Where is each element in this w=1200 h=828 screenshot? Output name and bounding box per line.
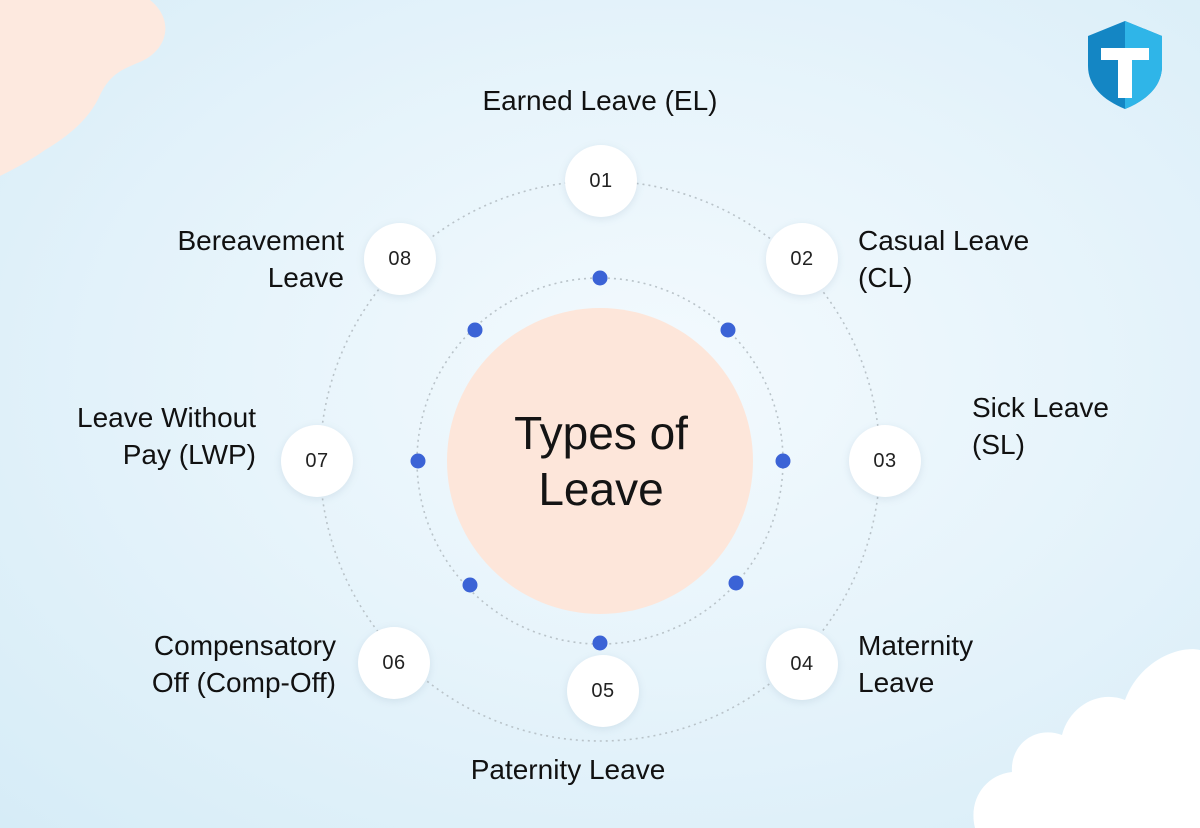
leave-node-02: 02 [766, 223, 838, 295]
label-line: (CL) [858, 262, 913, 293]
label-line: Sick Leave [972, 392, 1109, 423]
leave-node-08: 08 [364, 223, 436, 295]
node-number: 07 [305, 449, 329, 472]
leave-node-07: 07 [281, 425, 353, 497]
label-line: Paternity Leave [470, 754, 666, 785]
label-line: Leave Without [77, 402, 256, 433]
leave-label-02: Casual Leave (CL) [858, 222, 1108, 296]
inner-dot [728, 575, 744, 591]
shield-t-logo-icon [1088, 21, 1162, 109]
peach-blob-decoration [0, 0, 166, 176]
leave-node-01: 01 [565, 145, 637, 217]
node-number: 03 [873, 449, 897, 472]
leave-label-08: Bereavement Leave [90, 222, 344, 296]
inner-dot [467, 322, 483, 338]
leave-node-05: 05 [567, 655, 639, 727]
label-line: Off (Comp-Off) [151, 667, 336, 698]
node-number: 02 [790, 247, 814, 270]
label-line: (SL) [972, 429, 1025, 460]
inner-dot [720, 322, 736, 338]
cloud-decoration [973, 649, 1200, 828]
node-number: 05 [591, 679, 615, 702]
leave-label-07: Leave Without Pay (LWP) [10, 399, 256, 473]
node-number: 01 [589, 169, 613, 192]
label-line: Casual Leave [858, 225, 1030, 256]
label-line: Maternity [858, 630, 974, 661]
label-line: Compensatory [153, 630, 336, 661]
inner-dot [592, 270, 608, 286]
label-line: Leave [267, 262, 344, 293]
label-line: Bereavement [177, 225, 344, 256]
leave-node-03: 03 [849, 425, 921, 497]
node-number: 08 [388, 247, 412, 270]
label-line: Earned Leave (EL) [482, 85, 718, 116]
label-line: Leave [858, 667, 935, 698]
leave-label-04: Maternity Leave [858, 627, 1078, 701]
inner-ring-dots [410, 270, 791, 651]
leave-label-05: Paternity Leave [418, 751, 718, 788]
leave-node-04: 04 [766, 628, 838, 700]
inner-dot [410, 453, 426, 469]
leave-node-06: 06 [358, 627, 430, 699]
center-circle [447, 308, 753, 614]
inner-dot [462, 577, 478, 593]
leave-label-03: Sick Leave (SL) [972, 389, 1182, 463]
label-line: Pay (LWP) [122, 439, 256, 470]
node-number: 06 [382, 651, 406, 674]
leave-label-01: Earned Leave (EL) [440, 82, 760, 119]
inner-dot [592, 635, 608, 651]
center-title-text: Types of Leave [514, 407, 688, 515]
inner-dot [775, 453, 791, 469]
leave-label-06: Compensatory Off (Comp-Off) [40, 627, 336, 701]
node-number: 04 [790, 652, 814, 675]
center-title: Types of Leave [448, 308, 754, 614]
